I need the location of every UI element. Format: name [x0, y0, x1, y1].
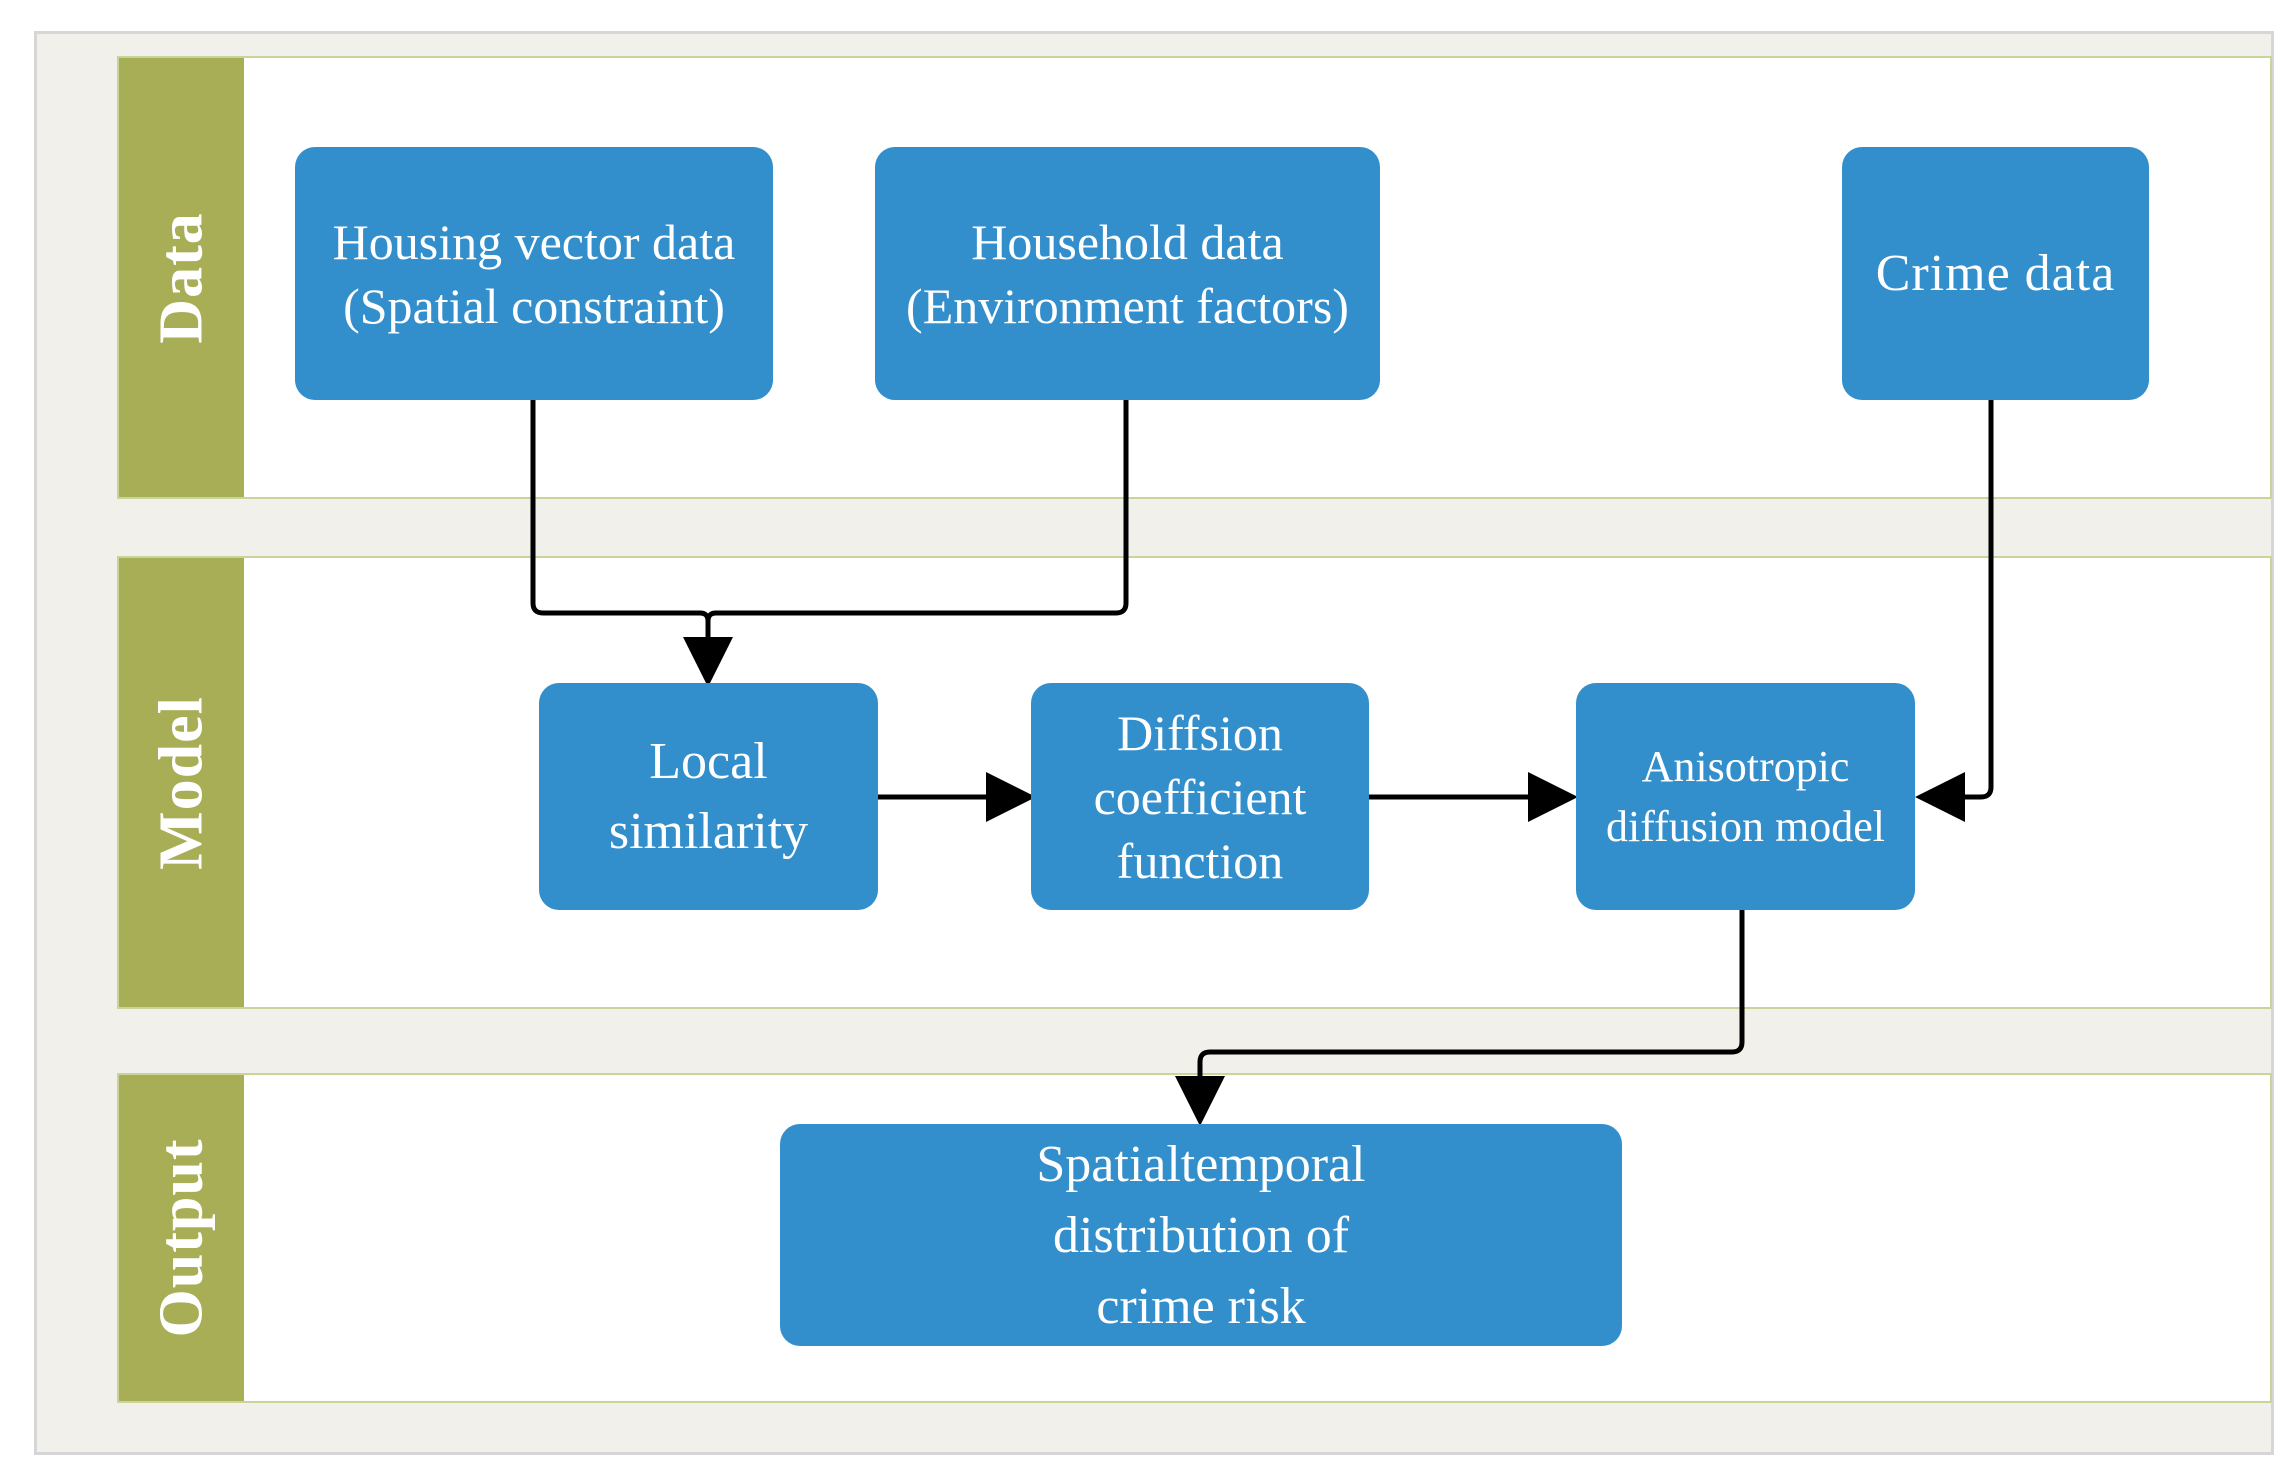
lane-label-output: Output	[119, 1075, 244, 1401]
anisotropic-diffusion-model-node: Anisotropic diffusion model	[1576, 683, 1915, 910]
arrow-anisotropic-to-output	[1175, 910, 1745, 1126]
household-data-node: Household data (Environment factors)	[875, 147, 1380, 400]
spatiotemporal-crime-risk-node: Spatialtemporal distribution of crime ri…	[780, 1124, 1622, 1346]
arrow-crime-to-anisotropic	[1915, 400, 1994, 822]
crime-data-node: Crime data	[1842, 147, 2149, 400]
housing-vector-data-node: Housing vector data (Spatial constraint)	[295, 147, 773, 400]
arrow-household-to-similarity	[705, 400, 1129, 677]
local-similarity-node: Local similarity	[539, 683, 878, 910]
lane-label-data: Data	[119, 58, 244, 497]
lane-label-model: Model	[119, 558, 244, 1007]
arrow-housing-to-similarity	[530, 400, 733, 687]
diffusion-coefficient-node: Diffsion coefficient function	[1031, 683, 1369, 910]
